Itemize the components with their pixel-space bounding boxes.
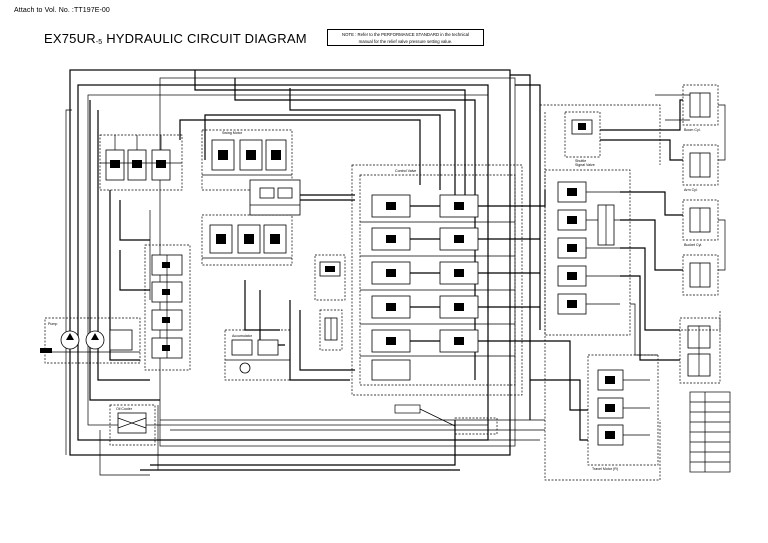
- pump-unit: Pump: [40, 317, 141, 364]
- title-model-suffix: -5: [95, 39, 103, 46]
- shuttle-label: Shuttle: [575, 159, 586, 163]
- boom-cyl-label: Boom Cyl.: [684, 128, 701, 132]
- title-model: EX75UR: [44, 31, 96, 46]
- travel-motor-right: Travel Motor (R): [587, 354, 659, 471]
- pilot-valve-stack: [144, 244, 191, 371]
- swing-motor-lower: [201, 214, 293, 266]
- attach-volume-number: Attach to Vol. No. :TT197E-00: [14, 7, 110, 14]
- note-line-2: manual for the relief valve pressure set…: [358, 39, 453, 44]
- accumulator-label: Accumulator: [232, 334, 253, 338]
- signal-valve-label: Signal Valve: [575, 163, 595, 167]
- bucket-cyl-label: Bucket Cyl.: [684, 243, 702, 247]
- switch-table: [689, 391, 731, 473]
- oil-cooler-label: Oil Cooler: [116, 407, 133, 411]
- control-valve-label: Control Valve: [395, 169, 416, 173]
- note-line-1: NOTE : Refer to the PERFORMANCE STANDARD…: [342, 32, 469, 37]
- control-valve-main: Control Valve: [351, 164, 540, 396]
- title-text: HYDRAULIC CIRCUIT DIAGRAM: [102, 31, 307, 46]
- right-piping: [510, 74, 726, 481]
- shuttle-block-top: Shuttle: [564, 111, 601, 163]
- travel-motor-right-label: Travel Motor (R): [592, 467, 618, 471]
- shuttle-valve-block: [249, 179, 355, 216]
- cylinders-far-right: Boom Cyl. Arm Cyl. Bucket Cyl.: [679, 84, 721, 384]
- arm-cyl-label: Arm Cyl.: [684, 188, 698, 192]
- page-title: EX75UR-5 HYDRAULIC CIRCUIT DIAGRAM: [44, 31, 307, 46]
- tank-return: [99, 404, 498, 476]
- swing-motor-upper: Swing Motor: [201, 129, 293, 191]
- right-valve-column: Signal Valve: [544, 163, 631, 336]
- travel-motor-left: [99, 134, 183, 191]
- note-box: NOTE : Refer to the PERFORMANCE STANDARD…: [327, 29, 484, 46]
- oil-cooler: Oil Cooler: [109, 404, 156, 446]
- accumulator-area: Accumulator: [224, 329, 291, 381]
- upper-motor-label: Swing Motor: [222, 131, 243, 135]
- side-cylinders: [314, 254, 346, 351]
- pump-label: Pump: [48, 322, 57, 326]
